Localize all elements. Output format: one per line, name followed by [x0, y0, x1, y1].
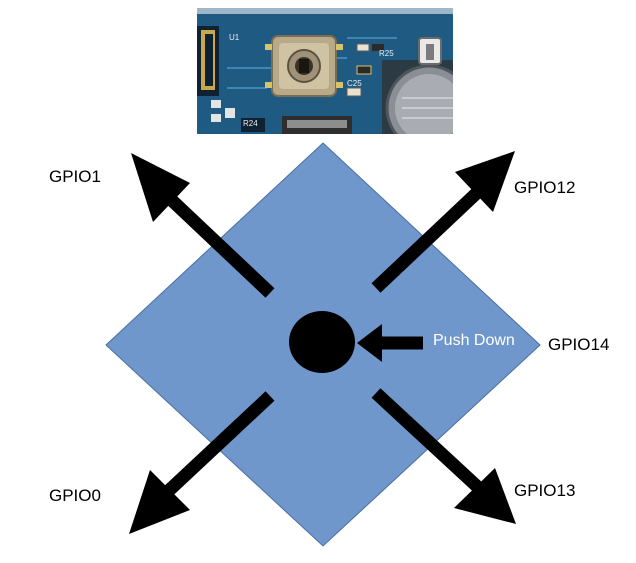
arrow-down-left [129, 391, 275, 534]
svg-text:R24: R24 [243, 119, 258, 128]
press-button-circle [289, 311, 355, 373]
label-gpio12: GPIO12 [514, 178, 576, 197]
arrow-up-right [371, 151, 515, 293]
label-gpio13: GPIO13 [514, 481, 576, 500]
arrow-push-down [357, 324, 423, 362]
svg-text:C25: C25 [347, 79, 362, 88]
label-gpio1: GPIO1 [49, 167, 101, 186]
label-gpio14: GPIO14 [548, 335, 610, 354]
label-gpio0: GPIO0 [49, 486, 101, 505]
arrow-down-right [371, 388, 516, 524]
pcb-joystick-photo: U1 R25 R24 C25 [197, 8, 453, 134]
svg-text:R25: R25 [379, 49, 394, 58]
arrow-up-left [131, 153, 275, 298]
label-push-down: Push Down [433, 332, 515, 349]
svg-text:U1: U1 [229, 33, 240, 42]
